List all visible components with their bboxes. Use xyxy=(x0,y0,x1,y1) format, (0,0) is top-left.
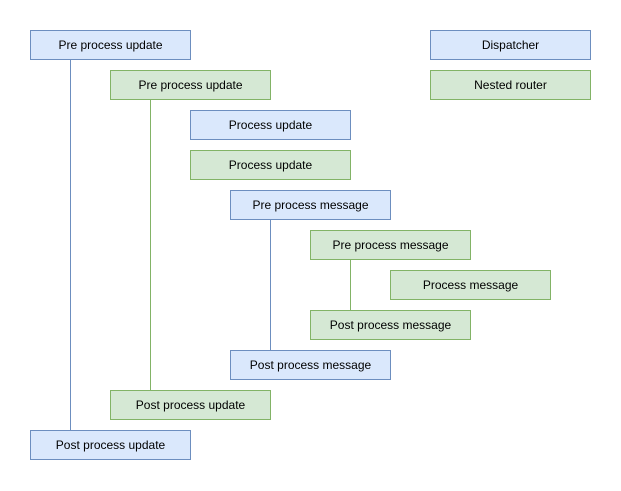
node-pre-process-message-dispatcher: Pre process message xyxy=(230,190,391,220)
node-post-process-update-router: Post process update xyxy=(110,390,271,420)
node-pre-process-update-router: Pre process update xyxy=(110,70,271,100)
node-process-message-router: Process message xyxy=(390,270,551,300)
node-post-process-update-dispatcher: Post process update xyxy=(30,430,191,460)
lifeline-dispatcher-message xyxy=(270,220,271,350)
node-pre-process-update-dispatcher: Pre process update xyxy=(30,30,191,60)
lifeline-router-update xyxy=(150,100,151,390)
node-post-process-message-dispatcher: Post process message xyxy=(230,350,391,380)
legend-dispatcher: Dispatcher xyxy=(430,30,591,60)
lifeline-router-message xyxy=(350,260,351,310)
legend-nested-router: Nested router xyxy=(430,70,591,100)
node-post-process-message-router: Post process message xyxy=(310,310,471,340)
lifeline-dispatcher-update xyxy=(70,60,71,430)
node-process-update-router: Process update xyxy=(190,150,351,180)
node-pre-process-message-router: Pre process message xyxy=(310,230,471,260)
node-process-update-dispatcher: Process update xyxy=(190,110,351,140)
